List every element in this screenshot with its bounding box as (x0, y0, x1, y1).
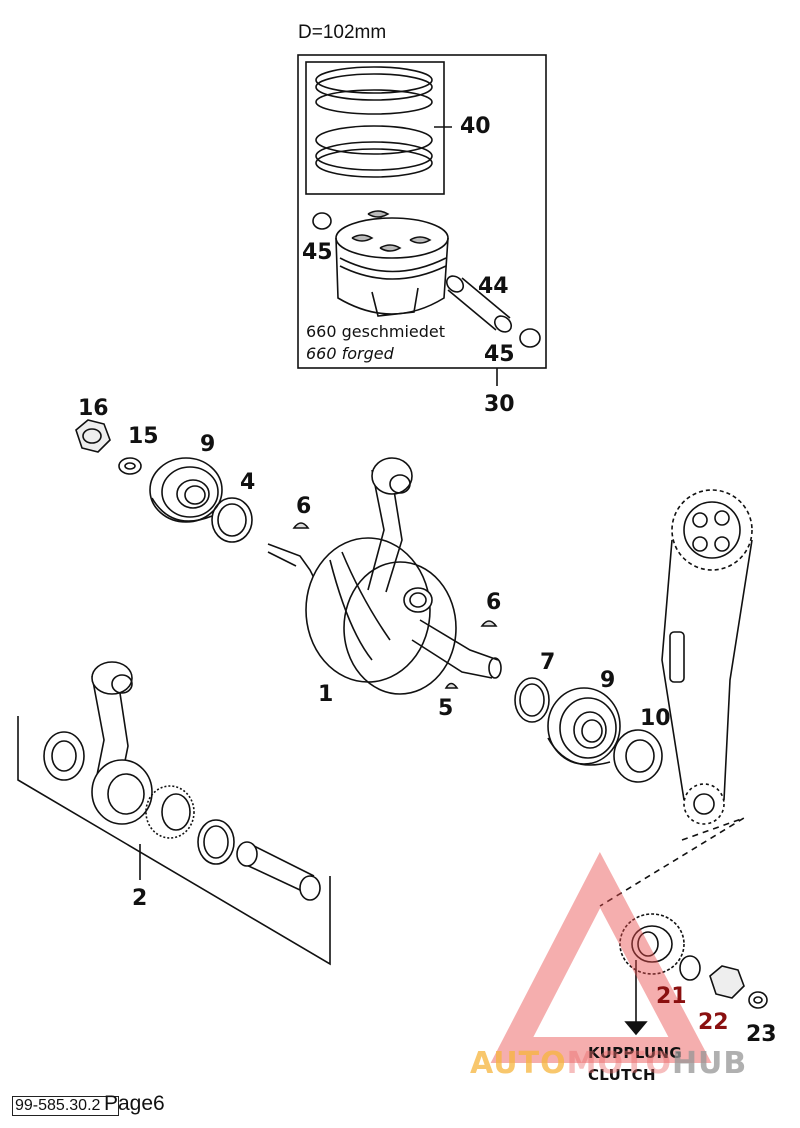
label-40: 40 (460, 114, 491, 139)
crankshaft (267, 457, 502, 695)
bearing-right (547, 687, 621, 766)
label-4: 4 (240, 470, 256, 495)
piston-kit-box (297, 54, 547, 369)
label-6-right: 6 (486, 590, 502, 615)
label-45-bottom: 45 (484, 342, 515, 367)
oil-seal (613, 729, 663, 783)
label-9-left: 9 (200, 432, 216, 457)
piston (335, 210, 449, 317)
watermark-part-3: HUB (671, 1046, 748, 1081)
watermark-part-1: AUTO (470, 1046, 567, 1081)
piston-rings-box (305, 61, 445, 195)
label-21: 21 (656, 984, 687, 1009)
connecting-rod-kit (17, 661, 331, 966)
label-45-top: 45 (302, 240, 333, 265)
label-15: 15 (128, 424, 159, 449)
piston-diameter: D=102mm (298, 22, 387, 43)
bearing-left (149, 457, 223, 523)
woodruff-key-right (480, 620, 498, 627)
timing-chain (661, 489, 753, 825)
clutch-label-de: KUPPLUNG (588, 1044, 682, 1062)
label-16: 16 (78, 396, 109, 421)
woodruff-key (292, 522, 310, 529)
label-7: 7 (540, 650, 556, 675)
shim-right (514, 677, 550, 723)
woodruff-key-small (444, 682, 459, 689)
document-code: 99-585.30.2 (12, 1096, 120, 1116)
clutch-label-en: CLUTCH (588, 1066, 656, 1084)
shim (211, 497, 253, 543)
note-forged-de: 660 geschmiedet (306, 322, 446, 341)
watermark-part-2: MOTO (566, 1046, 672, 1081)
label-22: 22 (698, 1010, 729, 1035)
circlip-top (312, 212, 332, 230)
label-30: 30 (484, 392, 515, 417)
nut (75, 419, 111, 453)
label-44: 44 (478, 274, 509, 299)
label-23: 23 (746, 1022, 777, 1047)
label-2: 2 (132, 886, 148, 911)
watermark-triangle (490, 851, 712, 1063)
washer (118, 457, 142, 475)
piston-pin (445, 275, 513, 333)
piston-rings (315, 66, 433, 178)
circlip-bottom (519, 328, 541, 348)
label-9-right: 9 (600, 668, 616, 693)
label-6-left: 6 (296, 494, 312, 519)
note-forged-en: 660 forged (306, 344, 394, 363)
primary-gear (619, 913, 768, 1009)
label-10: 10 (640, 706, 671, 731)
page-number: Page6 (104, 1092, 165, 1115)
watermark-logo: AUTOMOTOHUB (470, 1046, 747, 1081)
label-5: 5 (438, 696, 454, 721)
label-1: 1 (318, 682, 334, 707)
